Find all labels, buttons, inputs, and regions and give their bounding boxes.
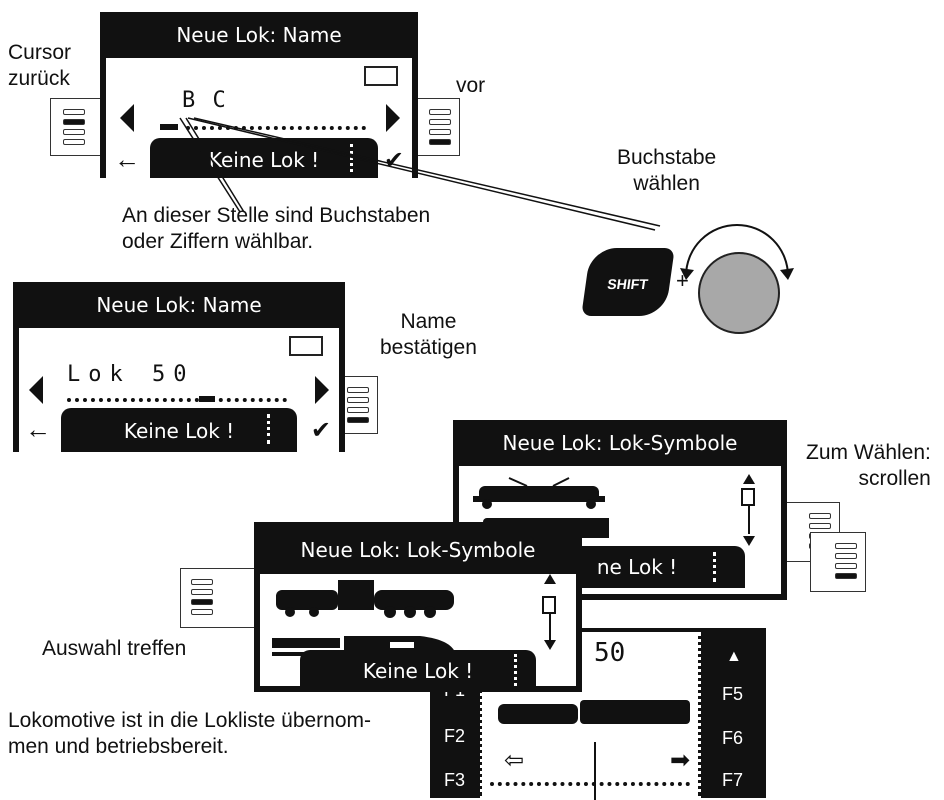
grip-line — [347, 397, 369, 403]
fkey-f2[interactable]: F2 — [444, 726, 466, 746]
grip-line — [835, 573, 857, 579]
select-button[interactable] — [180, 568, 260, 628]
grip-line — [809, 513, 831, 519]
shift-key[interactable]: SHIFT — [581, 248, 675, 316]
rotary-knob[interactable] — [698, 252, 780, 334]
back-arrow-icon[interactable]: ← — [25, 414, 51, 444]
scroll-up-icon[interactable] — [743, 474, 755, 484]
fkey-f7[interactable]: F7 — [722, 770, 744, 790]
arrow-left-icon[interactable] — [29, 376, 43, 404]
grip-line — [63, 139, 85, 145]
arrow-right-icon[interactable] — [386, 104, 400, 132]
cursor-marker — [160, 124, 178, 130]
scroll-track — [549, 614, 551, 640]
screen-name-entry-1: Neue Lok: Name B C ← ✔ Keine Lok ! — [100, 12, 418, 178]
grip-line — [809, 523, 831, 529]
loco-image — [498, 700, 690, 724]
footer-text: Keine Lok ! — [362, 659, 474, 683]
keyboard-icon — [364, 66, 398, 86]
direction-left-icon[interactable]: ⇦ — [504, 747, 525, 774]
footer-separator — [267, 414, 270, 444]
scroll-down-icon[interactable] — [544, 640, 556, 650]
scroll-down-icon[interactable] — [743, 536, 755, 546]
cursor-marker — [199, 396, 215, 402]
rotation-arrow-icon — [680, 224, 794, 280]
scroll-thumb — [741, 488, 755, 506]
fkey-f3[interactable]: F3 — [444, 770, 466, 790]
scroll-up-icon[interactable] — [544, 574, 556, 584]
label-hint: An dieser Stelle sind Buchstaben oder Zi… — [122, 204, 431, 253]
screen-title: Neue Lok: Name — [176, 23, 342, 47]
footer-separator — [514, 654, 517, 686]
label-result: Lokomotive ist in die Lokliste übernom- … — [8, 709, 372, 758]
grip-line — [191, 599, 213, 605]
label-confirm-name: Name bestätigen — [380, 310, 477, 359]
grip-line — [429, 129, 451, 135]
name-entry-text: Lok 50 — [67, 362, 195, 387]
label-cursor-back: Cursor zurück — [8, 41, 72, 90]
loco-icon-steam — [276, 580, 454, 618]
grip-line — [191, 609, 213, 615]
left-cursor-button[interactable] — [50, 98, 106, 156]
grip-line — [63, 119, 85, 125]
screen-name-entry-2: Neue Lok: Name Lok 50 ← ✔ Keine Lok ! — [13, 282, 345, 452]
scroll-track — [748, 506, 750, 534]
label-scroll-select: Zum Wählen: scrollen — [806, 441, 931, 490]
grip-line — [63, 109, 85, 115]
turtle-icon: ▲ — [726, 648, 742, 665]
footer-text: Keine Lok ! — [208, 148, 320, 172]
label-make-choice: Auswahl treffen — [42, 637, 187, 660]
back-arrow-icon[interactable]: ← — [114, 144, 140, 174]
grip-line — [63, 129, 85, 135]
dotted-entry-line — [67, 398, 287, 402]
footer-separator — [350, 144, 353, 172]
grip-line — [429, 109, 451, 115]
footer-text: Keine Lok ! — [123, 419, 235, 443]
speed-line — [594, 742, 596, 800]
status-dots — [490, 782, 690, 786]
left-divider — [480, 632, 483, 800]
grip-line — [835, 543, 857, 549]
footer-text: ne Lok ! — [596, 555, 678, 579]
arrow-left-icon[interactable] — [120, 104, 134, 132]
label-forward: vor — [456, 74, 486, 97]
footer-separator — [713, 552, 716, 582]
check-icon[interactable]: ✔ — [310, 417, 331, 444]
dotted-entry-line — [186, 126, 366, 130]
screen-title: Neue Lok: Lok-Symbole — [502, 431, 738, 455]
right-divider — [698, 632, 701, 800]
grip-line — [347, 407, 369, 413]
screen-title: Neue Lok: Lok-Symbole — [300, 538, 536, 562]
grip-line — [347, 387, 369, 393]
name-entry-text: B C — [182, 88, 228, 113]
footer-tab: Keine Lok ! — [61, 408, 297, 452]
grip-line — [835, 553, 857, 559]
arrow-right-icon[interactable] — [315, 376, 329, 404]
grip-line — [191, 589, 213, 595]
grip-line — [835, 563, 857, 569]
fkey-f5[interactable]: F5 — [722, 684, 744, 704]
grip-line — [191, 579, 213, 585]
check-icon[interactable]: ✔ — [383, 147, 404, 174]
grip-line — [347, 417, 369, 423]
footer-tab: Keine Lok ! — [150, 138, 378, 178]
scroll-thumb — [542, 596, 556, 614]
direction-right-icon[interactable]: ➡ — [670, 747, 691, 774]
loco-name: 50 — [594, 638, 626, 668]
screen-title: Neue Lok: Name — [96, 293, 262, 317]
footer-tab: Keine Lok ! — [300, 650, 536, 692]
keyboard-icon — [289, 336, 323, 356]
grip-line — [429, 139, 451, 145]
label-select-letter: Buchstabe wählen — [617, 146, 717, 195]
screen-loco-symbols-front: Neue Lok: Lok-Symbole Keine Lok ! — [254, 522, 582, 692]
fkey-f6[interactable]: F6 — [722, 728, 744, 748]
scroll-button-front[interactable] — [810, 532, 866, 592]
grip-line — [429, 119, 451, 125]
